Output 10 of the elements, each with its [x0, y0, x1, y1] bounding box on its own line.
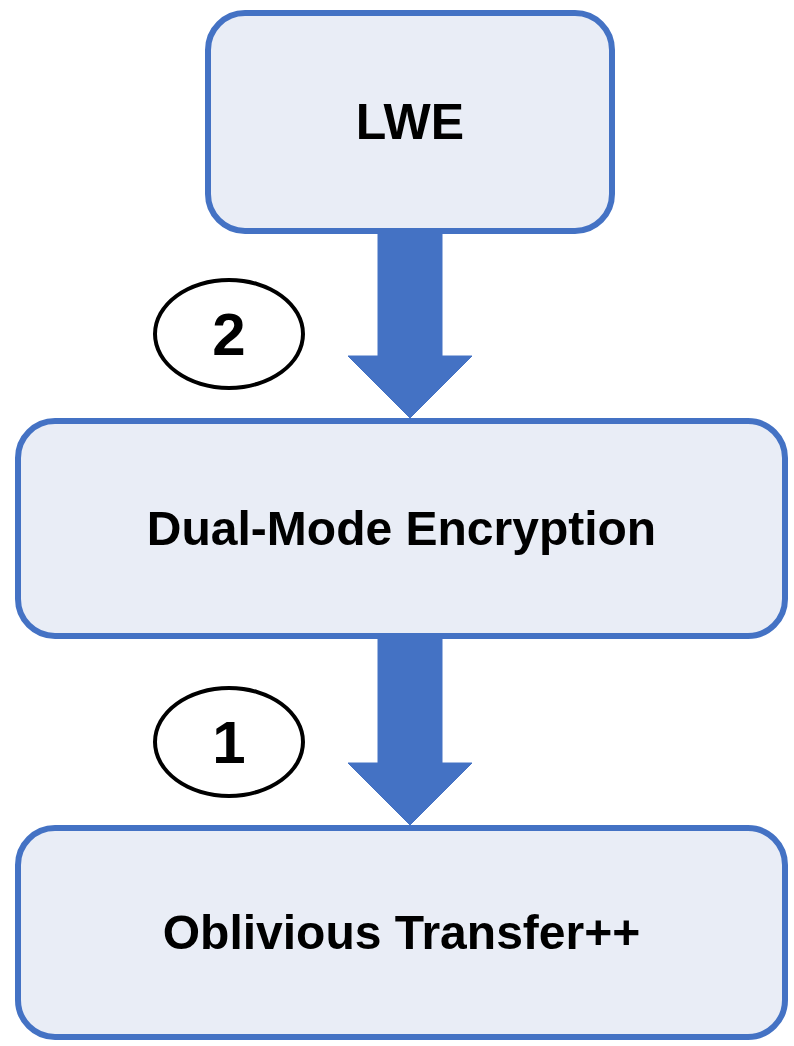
process-box: [205, 10, 615, 234]
block-arrow: [347, 233, 473, 419]
box-label: Dual-Mode Encryption: [146, 501, 657, 556]
step-number: 1: [212, 707, 246, 777]
process-box: [15, 825, 788, 1040]
process-box: [15, 418, 788, 639]
step-number: 2: [212, 299, 246, 369]
box-label: LWE: [355, 93, 465, 151]
box-label: Oblivious Transfer++: [162, 905, 641, 960]
block-arrow: [347, 638, 473, 826]
